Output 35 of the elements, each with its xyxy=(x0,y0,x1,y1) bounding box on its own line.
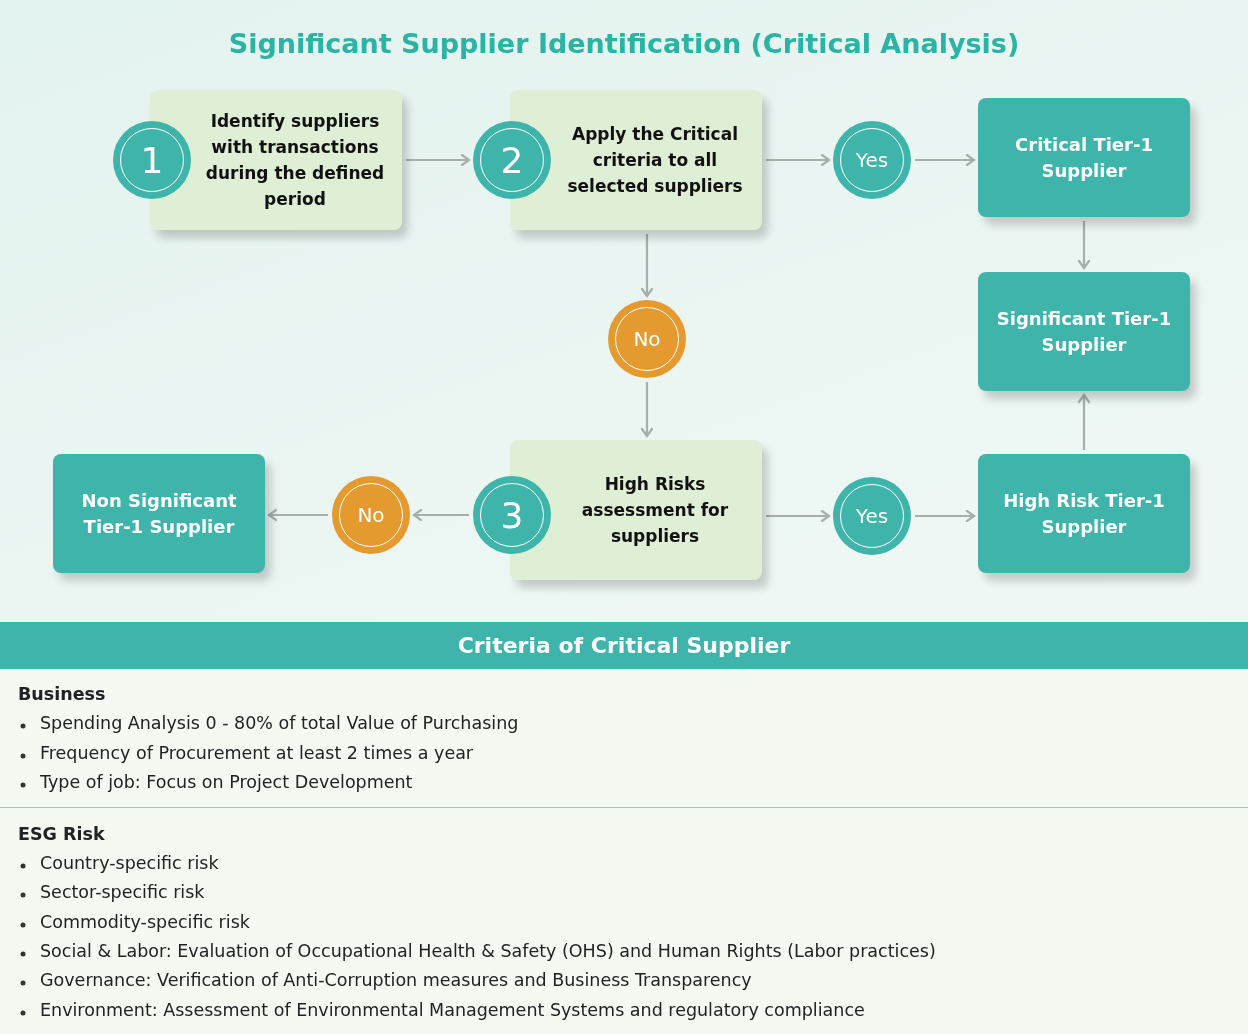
arrow xyxy=(412,508,469,522)
bullet-item: Frequency of Procurement at least 2 times a year xyxy=(40,743,474,763)
bullet-item: Social & Labor: Evaluation of Occupational Health & Safety (OHS) and Human Rights (Labor practices) xyxy=(40,941,936,961)
section-heading: Business xyxy=(18,684,106,704)
bullet-item: Sector-specific risk xyxy=(40,882,205,902)
arrow xyxy=(766,153,831,167)
decision-circle: No xyxy=(608,300,686,378)
bullet-item: Country-specific risk xyxy=(40,853,219,873)
step-number-circle: 2 xyxy=(473,121,551,199)
result-box: Non Significant Tier-1 Supplier xyxy=(53,454,265,573)
bullet-item: Commodity-specific risk xyxy=(40,912,250,932)
decision-circle: Yes xyxy=(833,121,911,199)
bullet-item: Governance: Verification of Anti-Corruption measures and Business Transparency xyxy=(40,970,752,990)
decision-circle: Yes xyxy=(833,477,911,555)
arrow xyxy=(640,382,654,438)
arrow xyxy=(1077,393,1091,450)
arrow xyxy=(766,509,831,523)
decision-circle: No xyxy=(332,476,410,554)
result-box: Significant Tier-1 Supplier xyxy=(978,272,1190,391)
result-box: High Risk Tier-1 Supplier xyxy=(978,454,1190,573)
bullet-item: Spending Analysis 0 - 80% of total Value of Purchasing xyxy=(40,713,519,733)
arrow xyxy=(640,234,654,298)
arrow xyxy=(915,153,976,167)
result-box: Critical Tier-1 Supplier xyxy=(978,98,1190,217)
arrow xyxy=(267,508,328,522)
step-number-circle: 3 xyxy=(473,476,551,554)
section-header-band: Criteria of Critical Supplier xyxy=(0,622,1248,669)
diagram-title: Significant Supplier Identification (Critical Analysis) xyxy=(227,28,1021,59)
bullet-item: Type of job: Focus on Project Development xyxy=(40,772,413,792)
step-number-circle: 1 xyxy=(113,121,191,199)
arrow xyxy=(406,153,471,167)
arrow xyxy=(915,509,976,523)
section-heading: ESG Risk xyxy=(18,824,105,844)
bullet-item: Environment: Assessment of Environmental Management Systems and regulatory compliance xyxy=(40,1000,865,1020)
arrow xyxy=(1077,221,1091,270)
